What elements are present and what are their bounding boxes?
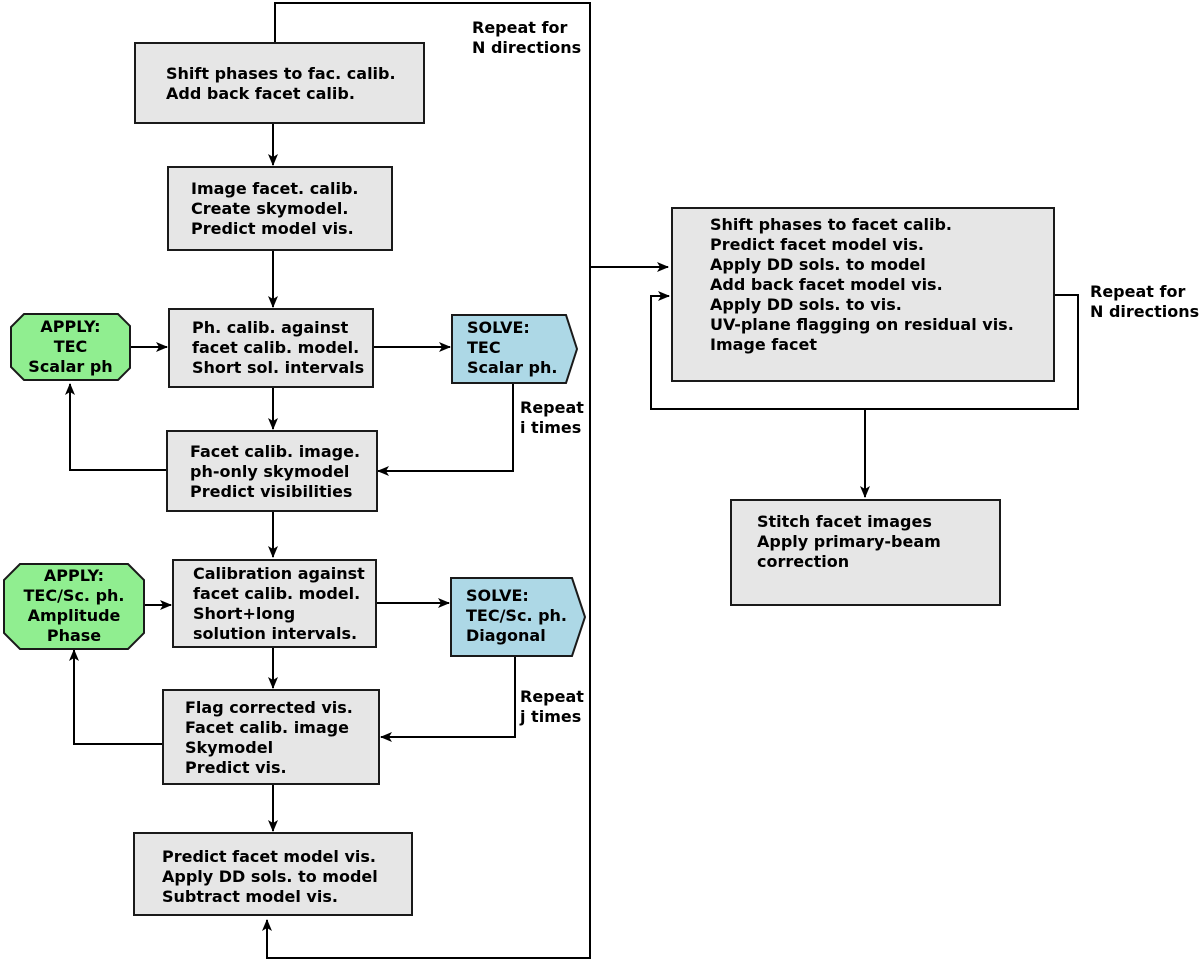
box-line: Facet calib. image — [185, 718, 349, 737]
repeat-n-top-label: Repeat for N directions — [472, 18, 581, 58]
apply1-line: Scalar ph — [28, 357, 113, 376]
arrow-facetimage-to-apply1 — [65, 383, 167, 471]
solve1-node: SOLVE: TEC Scalar ph. — [467, 318, 557, 378]
apply2-line: APPLY: — [43, 566, 105, 585]
box-line: Image facet — [710, 335, 818, 354]
predict-facet-model-box: Predict facet model vis. Apply DD sols. … — [133, 832, 413, 916]
box-line: Apply DD sols. to vis. — [710, 295, 902, 314]
apply1-shape — [10, 313, 131, 381]
flag-corrected-box: Flag corrected vis. Facet calib. image S… — [162, 689, 380, 785]
repeat-i-label: Repeat i times — [520, 398, 584, 438]
shift-phases-box: Shift phases to fac. calib. Add back fac… — [134, 42, 425, 124]
apply1-line: TEC — [53, 337, 88, 356]
box-line: Subtract model vis. — [162, 887, 338, 906]
box-line: Image facet. calib. — [191, 179, 359, 198]
label-line: j times — [520, 707, 582, 726]
ph-calib-box: Ph. calib. against facet calib. model. S… — [168, 308, 374, 388]
box-line: Predict vis. — [185, 758, 287, 777]
stitch-box: Stitch facet images Apply primary-beam c… — [730, 499, 1001, 606]
box-line: Stitch facet images — [757, 512, 932, 531]
box-line: Calibration against — [193, 564, 365, 583]
box-line: Predict model vis. — [191, 219, 354, 238]
box-line: Short sol. intervals — [192, 358, 365, 377]
arrow-solve1-to-facetimage — [377, 383, 514, 476]
solve1-line: TEC — [467, 338, 501, 357]
repeat-j-label: Repeat j times — [520, 687, 584, 727]
solve1-line: Scalar ph. — [467, 358, 558, 377]
box-line: Predict visibilities — [190, 482, 353, 501]
facet-calib-image-box: Facet calib. image. ph-only skymodel Pre… — [166, 430, 378, 512]
apply2-node: APPLY: TEC/Sc. ph. Amplitude Phase — [4, 566, 144, 646]
solve2-line: TEC/Sc. ph. — [466, 606, 568, 625]
box-line: UV-plane flagging on residual vis. — [710, 315, 1014, 334]
label-line: Repeat for — [1090, 282, 1186, 301]
box-line: Flag corrected vis. — [185, 698, 353, 717]
box-line: solution intervals. — [193, 624, 358, 643]
solve2-line: SOLVE: — [466, 586, 529, 605]
apply2-line: Phase — [46, 626, 102, 645]
box-line: facet calib. model. — [193, 584, 361, 603]
label-line: Repeat for — [472, 18, 568, 37]
right-main-box: Shift phases to facet calib. Predict fac… — [671, 207, 1055, 382]
box-line: Add back facet calib. — [166, 84, 355, 103]
apply2-line: TEC/Sc. ph. — [23, 586, 125, 605]
box-line: Shift phases to facet calib. — [710, 215, 952, 234]
box-line: correction — [757, 552, 850, 571]
apply1-line: APPLY: — [40, 317, 101, 336]
box-line: Skymodel — [185, 738, 274, 757]
label-line: N directions — [1090, 302, 1200, 321]
apply2-shape — [3, 563, 145, 650]
box-line: Create skymodel. — [191, 199, 349, 218]
image-facet-calib-box: Image facet. calib. Create skymodel. Pre… — [167, 166, 393, 251]
box-line: Apply DD sols. to model — [710, 255, 926, 274]
box-line: Shift phases to fac. calib. — [166, 64, 396, 83]
label-line: N directions — [472, 38, 582, 57]
repeat-n-right-label: Repeat for N directions — [1090, 282, 1199, 322]
arrow-flag-to-apply2 — [69, 649, 162, 745]
solve2-line: Diagonal — [466, 626, 546, 645]
box-line: Predict facet model vis. — [162, 847, 376, 866]
box-line: Predict facet model vis. — [710, 235, 924, 254]
label-line: Repeat — [520, 398, 584, 417]
arrow-solve2-to-flag — [380, 657, 516, 742]
solve2-shape — [450, 577, 587, 657]
box-line: Facet calib. image. — [190, 442, 361, 461]
solve1-line: SOLVE: — [467, 318, 530, 337]
solve1-shape — [451, 314, 579, 384]
box-line: Short+long — [193, 604, 296, 623]
calibration-against-box: Calibration against facet calib. model. … — [172, 559, 377, 648]
apply2-line: Amplitude — [27, 606, 121, 625]
label-line: i times — [520, 418, 582, 437]
box-line: facet calib. model. — [192, 338, 360, 357]
apply1-node: APPLY: TEC Scalar ph — [11, 317, 130, 377]
box-line: Add back facet model vis. — [710, 275, 943, 294]
label-line: Repeat — [520, 687, 584, 706]
box-line: Ph. calib. against — [192, 318, 349, 337]
solve2-node: SOLVE: TEC/Sc. ph. Diagonal — [466, 586, 567, 646]
box-line: Apply DD sols. to model — [162, 867, 378, 886]
box-line: ph-only skymodel — [190, 462, 350, 481]
loop-top-line — [262, 2, 591, 959]
box-line: Apply primary-beam — [757, 532, 941, 551]
